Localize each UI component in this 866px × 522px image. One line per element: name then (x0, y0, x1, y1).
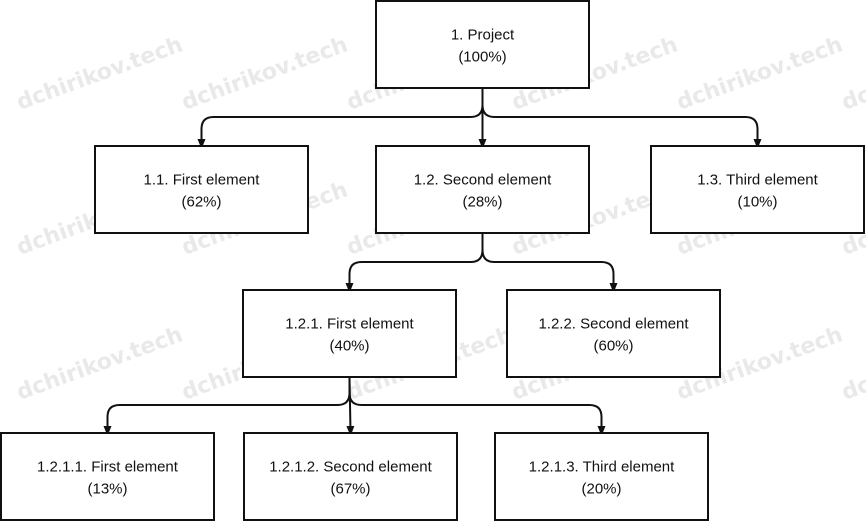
wbs-node: 1.2.2. Second element (60%) (506, 289, 721, 378)
node-percent: (60%) (593, 338, 633, 355)
node-label: 1.2. Second element (414, 172, 552, 189)
node-box (375, 145, 590, 234)
wbs-node: 1.2.1.1. First element (13%) (0, 432, 215, 521)
node-box (506, 289, 721, 378)
node-box (650, 145, 865, 234)
wbs-node: 1. Project (100%) (375, 0, 590, 89)
node-label: 1.3. Third element (697, 172, 818, 189)
wbs-node: 1.1. First element (62%) (94, 145, 309, 234)
wbs-node: 1.2.1.2. Second element (67%) (243, 432, 458, 521)
node-percent: (67%) (330, 481, 370, 498)
node-percent: (10%) (737, 194, 777, 211)
node-percent: (20%) (581, 481, 621, 498)
node-box (494, 432, 709, 521)
node-percent: (100%) (458, 49, 506, 66)
node-label: 1.2.1. First element (285, 316, 414, 333)
connector-arrow (481, 233, 618, 293)
node-box (375, 0, 590, 89)
node-label: 1. Project (451, 27, 515, 44)
node-label: 1.1. First element (144, 172, 261, 189)
watermark-text: dchirikov.tech (14, 322, 187, 405)
connector-arrow (348, 377, 606, 436)
node-label: 1.2.1.1. First element (37, 459, 179, 476)
wbs-node: 1.3. Third element (10%) (650, 145, 865, 234)
watermark-text: dchirikov.tech (839, 322, 866, 405)
connector-arrow (481, 88, 762, 149)
wbs-node: 1.2.1.3. Third element (20%) (494, 432, 709, 521)
connector-arrow (103, 377, 351, 436)
node-label: 1.2.1.3. Third element (529, 459, 675, 476)
wbs-node: 1.2. Second element (28%) (375, 145, 590, 234)
watermark-text: dchirikov.tech (14, 32, 187, 115)
connector-layer (103, 88, 762, 436)
connector-arrow (345, 233, 484, 293)
node-box (0, 432, 215, 521)
node-label: 1.2.2. Second element (538, 316, 689, 333)
node-box (94, 145, 309, 234)
node-percent: (28%) (462, 194, 502, 211)
watermark-text: dchirikov.tech (179, 32, 352, 115)
node-percent: (40%) (329, 338, 369, 355)
node-box (243, 432, 458, 521)
node-box (242, 289, 457, 378)
node-label: 1.2.1.2. Second element (269, 459, 432, 476)
node-percent: (13%) (87, 481, 127, 498)
watermark-text: dchirikov.tech (674, 32, 847, 115)
connector-arrow (197, 88, 484, 149)
watermark-text: dchirikov.tech (839, 32, 866, 115)
node-percent: (62%) (181, 194, 221, 211)
wbs-node: 1.2.1. First element (40%) (242, 289, 457, 378)
